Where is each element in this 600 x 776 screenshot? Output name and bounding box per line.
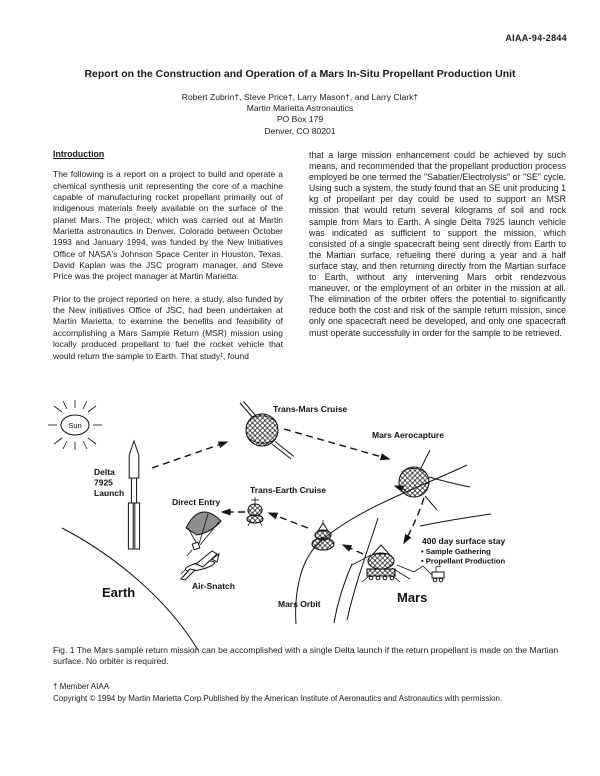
air-snatch-label: Air-Snatch <box>192 581 235 591</box>
delta-launch-label: Delta 7925 Launch <box>94 467 124 498</box>
mars-limb-arc-inner <box>333 563 353 624</box>
trans-mars-spacecraft-icon <box>239 401 295 460</box>
ascent-vehicle-icon <box>311 520 335 551</box>
mars-lander-icon <box>351 544 411 583</box>
right-column-paragraph: that a large mission enhancement could b… <box>309 150 566 338</box>
ascent-arrow <box>341 544 364 555</box>
section-heading-introduction: Introduction <box>53 149 105 159</box>
launch-to-cruise-arrow <box>151 441 229 469</box>
parachute-icon <box>185 511 222 557</box>
paper-title: Report on the Construction and Operation… <box>84 68 516 80</box>
descent-arrow <box>403 497 425 545</box>
right-column: that a large mission enhancement could b… <box>309 150 566 350</box>
rover-icon <box>396 564 445 583</box>
delta-label-line1: Delta <box>94 467 115 477</box>
mars-label: Mars <box>397 590 427 605</box>
left-column: Introduction The following is a report o… <box>53 149 283 373</box>
mars-orbit-label: Mars Orbit <box>278 599 321 609</box>
intro-paragraph-1: The following is a report on a project t… <box>53 169 283 282</box>
surface-stay-bullet-1: • Sample Gathering <box>421 547 491 556</box>
surface-stay-title: 400 day surface stay <box>422 536 505 546</box>
mars-aerocapture-label: Mars Aerocapture <box>372 430 444 440</box>
member-footnote: † Member AIAA <box>53 682 110 691</box>
figure-caption: Fig. 1 The Mars sample return mission ca… <box>53 645 559 666</box>
report-number: AIAA-94-2844 <box>505 33 567 43</box>
authors: Robert Zubrin†, Steve Price†, Larry Maso… <box>181 92 419 102</box>
mars-limb-arc-upper <box>428 476 471 488</box>
cruise-to-aerocapture-arrow <box>283 428 391 461</box>
copyright-notice: Copyright © 1994 by Martin Marietta Corp… <box>53 693 503 703</box>
address-city: Denver, CO 80201 <box>264 125 336 136</box>
trans-mars-cruise-label: Trans-Mars Cruise <box>273 404 347 414</box>
mars-limb-arc-left <box>346 517 379 621</box>
sun-icon: Sun <box>48 400 102 450</box>
footnotes: † Member AIAA Copyright © 1994 by Martin… <box>53 682 553 704</box>
byline: Robert Zubrin†, Steve Price†, Larry Maso… <box>0 92 600 137</box>
delta-label-line2: 7925 <box>94 478 113 488</box>
intro-paragraph-2: Prior to the project reported on here, a… <box>53 293 283 361</box>
sun-label: Sun <box>68 421 81 430</box>
trans-earth-spacecraft-icon <box>246 497 264 527</box>
affiliation: Martin Marietta Astronautics <box>246 103 354 114</box>
trans-earth-cruise-label: Trans-Earth Cruise <box>250 485 326 495</box>
earth-label: Earth <box>102 585 135 600</box>
direct-entry-label: Direct Entry <box>172 497 220 507</box>
surface-stay-bullet-2: • Propellant Production <box>421 557 505 566</box>
delta-rocket-icon <box>127 439 141 550</box>
earth-limb-arc <box>61 527 199 651</box>
airplane-icon <box>180 550 220 581</box>
address-po-box: PO Box 179 <box>276 114 324 125</box>
orbit-to-trans-earth-arrow <box>267 512 309 529</box>
mars-limb-arc-right <box>419 513 492 527</box>
delta-label-line3: Launch <box>94 488 124 498</box>
figure-1-mission-diagram: Sun Delta 7925 Launch Earth <box>48 400 505 651</box>
aerocapture-spacecraft-icon <box>393 449 438 511</box>
